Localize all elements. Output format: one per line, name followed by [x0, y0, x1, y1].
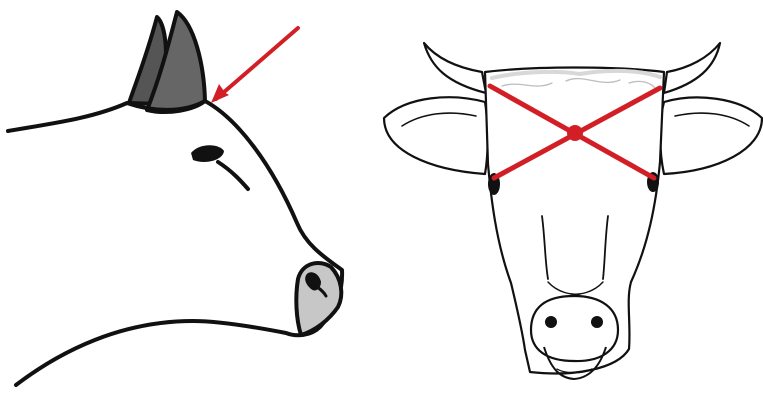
- cow-head-side-icon: [8, 12, 342, 385]
- right-nostril-icon: [591, 316, 603, 328]
- cow-head-front-icon: [384, 43, 762, 379]
- muzzle-icon: [296, 263, 341, 335]
- left-ear-icon: [384, 97, 488, 174]
- left-nostril-icon: [545, 316, 557, 328]
- right-horn-icon: [664, 43, 720, 93]
- head-outline: [8, 101, 342, 385]
- eye-icon: [191, 145, 224, 162]
- right-ear-icon: [660, 97, 762, 174]
- left-horn-icon: [424, 43, 486, 93]
- arrow-marker-icon: [211, 28, 298, 103]
- eye-fold-line: [218, 162, 248, 189]
